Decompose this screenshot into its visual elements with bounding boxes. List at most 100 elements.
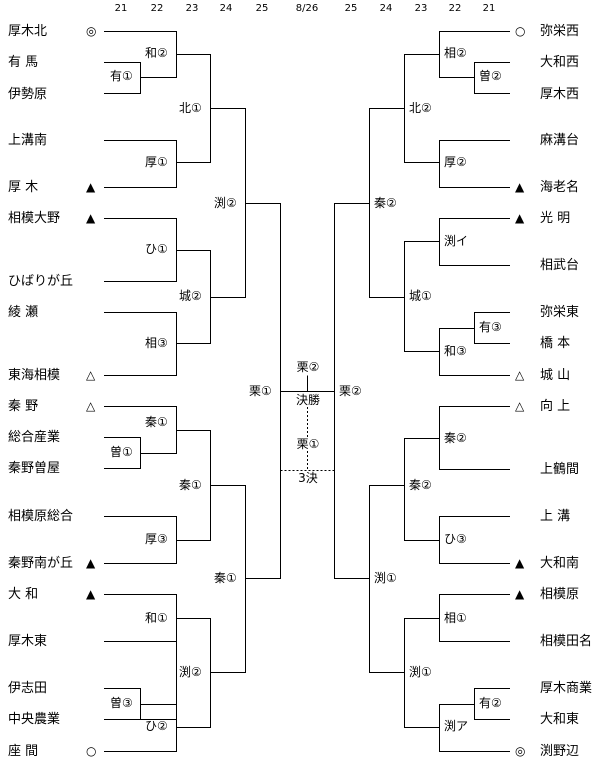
team-name: 向 上: [540, 399, 571, 414]
header-day-l23: 23: [185, 3, 199, 14]
team-name: 秦 野: [8, 399, 39, 414]
header-day-r22: 22: [448, 3, 462, 14]
seed-mark: ◎: [515, 744, 526, 758]
match-result: 秦①: [213, 571, 238, 585]
match-result: 曽①: [109, 445, 134, 459]
header-day-l24: 24: [219, 3, 233, 14]
match-result: 城①: [408, 289, 433, 303]
seed-mark: ▲: [515, 556, 525, 570]
team-name: ひばりが丘: [8, 274, 74, 289]
team-name: 厚木西: [540, 87, 580, 102]
header-day-l22: 22: [150, 3, 164, 14]
header-day-r23: 23: [414, 3, 428, 14]
match-result: ひ③: [443, 532, 468, 546]
team-name: 厚 木: [8, 180, 39, 195]
team-name: 相武台: [540, 258, 580, 273]
team-name: 中央農業: [8, 712, 61, 727]
match-result: 有③: [478, 320, 503, 334]
match-result: 城②: [178, 289, 203, 303]
match-result: 厚③: [144, 532, 169, 546]
seed-mark: ▲: [86, 587, 96, 601]
seed-mark: △: [86, 399, 96, 413]
match-result: 渕①: [373, 571, 398, 585]
match-result: 秦②: [443, 431, 468, 445]
third-place-winner: 栗①: [292, 438, 324, 450]
match-result: 和②: [144, 46, 169, 60]
header-day-l25: 25: [255, 3, 269, 14]
match-result: 渕①: [408, 665, 433, 679]
match-result: 厚①: [144, 155, 169, 169]
team-name: 城 山: [540, 368, 571, 383]
team-name: 大 和: [8, 587, 39, 602]
team-name: 大和西: [540, 55, 580, 70]
team-name: 総合産業: [8, 430, 61, 445]
header-day-r21: 21: [482, 3, 496, 14]
match-result: 渕イ: [443, 234, 470, 248]
match-result: ひ②: [144, 719, 169, 733]
team-name: 東海相模: [8, 368, 61, 383]
header-day-r24: 24: [379, 3, 393, 14]
match-result: 渕②: [178, 665, 203, 679]
team-name: 相模田名: [540, 634, 593, 649]
seed-mark: △: [515, 368, 525, 382]
match-result: ひ①: [144, 242, 169, 256]
final-winner: 栗②: [292, 361, 324, 373]
team-name: 上溝南: [8, 133, 48, 148]
match-result: 有①: [109, 69, 134, 83]
seed-mark: ▲: [515, 180, 525, 194]
match-result: 相③: [144, 336, 169, 350]
match-result: 北②: [408, 101, 433, 115]
match-result: 相①: [443, 611, 468, 625]
match-result: 有②: [478, 696, 503, 710]
seed-mark: ▲: [86, 180, 96, 194]
team-name: 厚木商業: [540, 681, 593, 696]
match-result: 秦②: [373, 196, 398, 210]
seed-mark: ▲: [86, 556, 96, 570]
match-result: 栗②: [338, 384, 363, 398]
team-name: 相模大野: [8, 211, 61, 226]
match-result: 和③: [443, 344, 468, 358]
team-name: 弥栄西: [540, 24, 580, 39]
match-result: 曽②: [478, 69, 503, 83]
team-name: 秦野曽屋: [8, 461, 61, 476]
team-name: 麻溝台: [540, 133, 580, 148]
team-name: 大和東: [540, 712, 580, 727]
seed-mark: △: [515, 399, 525, 413]
match-result: 厚②: [443, 155, 468, 169]
team-name: 相模原総合: [8, 509, 74, 524]
seed-mark: ◎: [86, 24, 97, 38]
match-result: 北①: [178, 101, 203, 115]
seed-mark: ▲: [515, 587, 525, 601]
seed-mark: ▲: [86, 211, 96, 225]
team-name: 厚木東: [8, 634, 48, 649]
match-result: 曽③: [109, 696, 134, 710]
match-result: 秦②: [408, 478, 433, 492]
team-name: 座 間: [8, 744, 39, 759]
team-name: 海老名: [540, 180, 580, 195]
final-label: 決勝: [290, 394, 326, 406]
team-name: 秦野南が丘: [8, 556, 74, 571]
team-name: 光 明: [540, 211, 571, 226]
team-name: 弥栄東: [540, 305, 580, 320]
team-name: 相模原: [540, 587, 580, 602]
seed-mark: ▲: [515, 211, 525, 225]
match-result: 栗①: [248, 384, 273, 398]
team-name: 綾 瀬: [8, 305, 39, 320]
team-name: 大和南: [540, 556, 580, 571]
third-place-label: 3決: [292, 472, 324, 484]
team-name: 有 馬: [8, 55, 39, 70]
seed-mark: ○: [86, 744, 97, 758]
team-name: 橋 本: [540, 336, 571, 351]
header-day-l21: 21: [114, 3, 128, 14]
match-result: 渕②: [213, 196, 238, 210]
team-name: 渕野辺: [540, 744, 580, 759]
seed-mark: △: [86, 368, 96, 382]
match-result: 渕ア: [443, 719, 470, 733]
match-result: 和①: [144, 611, 169, 625]
seed-mark: ○: [515, 24, 526, 38]
team-name: 伊志田: [8, 681, 48, 696]
header-day-r25: 25: [344, 3, 358, 14]
team-name: 厚木北: [8, 24, 48, 39]
header-day-final: 8/26: [295, 3, 319, 14]
